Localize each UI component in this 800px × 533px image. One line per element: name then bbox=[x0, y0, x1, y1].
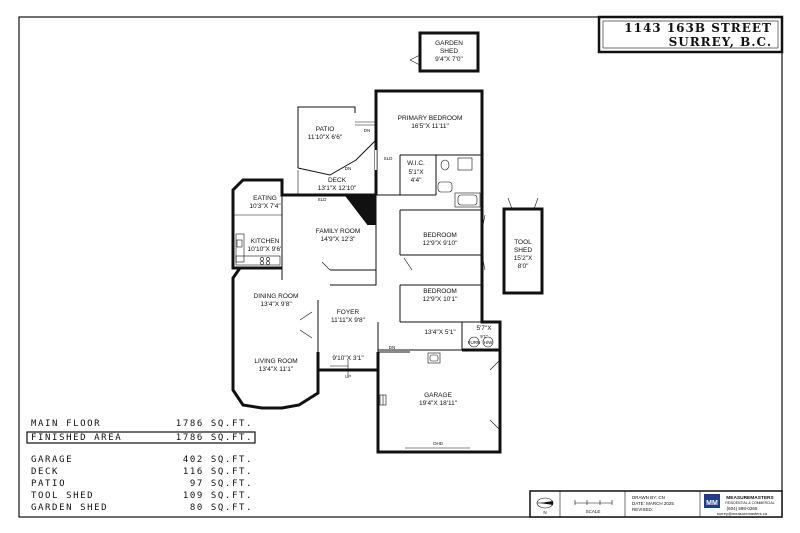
garage-door-label: OHD bbox=[433, 441, 444, 446]
area-row-label: GARAGE bbox=[31, 455, 73, 465]
room-labels: PRIMARY BEDROOM 16'5"X 11'11" W.I.C. 5'1… bbox=[248, 115, 494, 446]
page-border bbox=[18, 16, 783, 518]
area-row-value: 97 SQ.FT. bbox=[190, 479, 253, 489]
hot-water-label: H/W bbox=[484, 340, 494, 345]
area-row-value: 1786 SQ.FT. bbox=[176, 433, 253, 443]
company-name: MEASUREMASTERS bbox=[726, 495, 774, 501]
patio-dn-label: DN bbox=[364, 128, 371, 133]
wic-dims-1: 5'1"X bbox=[408, 169, 424, 176]
family-room-label: FAMILY ROOM bbox=[316, 228, 361, 235]
garden-shed: GARDEN SHED 9'4"X 7'0" bbox=[409, 31, 480, 73]
garden-shed-dims: 9'4"X 7'0" bbox=[435, 56, 463, 63]
deck-label: DECK bbox=[328, 177, 347, 184]
tool-shed-label-2: SHED bbox=[514, 247, 532, 254]
dining-room-dims: 13'4"X 9'8" bbox=[260, 301, 292, 308]
eating-label: EATING bbox=[253, 195, 277, 202]
company-subtitle: RESIDENTIAL & COMMERCIAL bbox=[725, 501, 774, 505]
garage-label: GARAGE bbox=[424, 392, 452, 399]
area-row-label: DECK bbox=[31, 467, 59, 477]
finished-area-box bbox=[26, 431, 256, 444]
wic-label: W.I.C. bbox=[407, 160, 425, 167]
area-row-label: FINISHED AREA bbox=[31, 433, 122, 443]
furnace-label: FURN bbox=[468, 340, 481, 345]
company-phone: (604) 598-0265 bbox=[727, 506, 758, 511]
bedroom-3-label: BEDROOM bbox=[423, 288, 457, 295]
area-row-value: 80 SQ.FT. bbox=[190, 503, 253, 513]
bedroom-2-label: BEDROOM bbox=[423, 232, 457, 239]
title-block: N SCALE DRAWN BY: CN DATE: MARCH 2025 RE… bbox=[529, 490, 783, 518]
area-row-label: TOOL SHED bbox=[31, 491, 94, 501]
furnace-room-dims-1: 5'7"X bbox=[476, 325, 492, 332]
company-logo-text: MM bbox=[706, 500, 718, 507]
company-email: surrey@measuremasters.ca bbox=[717, 511, 768, 516]
address-block: 1143 163B STREET SURREY, B.C. bbox=[597, 15, 784, 54]
entry-up-label: UP bbox=[345, 374, 351, 379]
area-row-value: 109 SQ.FT. bbox=[183, 491, 253, 501]
area-row-value: 1786 SQ.FT. bbox=[176, 419, 253, 429]
primary-bedroom-dims: 16'5"X 11'11" bbox=[411, 123, 449, 130]
drawn-by: DRAWN BY: CN bbox=[632, 495, 665, 500]
area-row-label: MAIN FLOOR bbox=[31, 419, 101, 429]
deck-sld-label: SLD bbox=[318, 197, 328, 202]
area-row-label: GARDEN SHED bbox=[31, 503, 108, 513]
living-room-dims: 13'4"X 11'1" bbox=[259, 366, 294, 373]
kitchen-label: KITCHEN bbox=[251, 238, 280, 245]
patio-label: PATIO bbox=[316, 126, 335, 133]
foyer-dims: 11'11"X 9'8" bbox=[331, 317, 366, 324]
scale-label: SCALE bbox=[586, 509, 601, 514]
tool-shed-dims-2: 8'0" bbox=[518, 263, 529, 270]
bedroom-3-dims: 12'9"X 10'1" bbox=[423, 296, 459, 303]
kitchen-dims: 10'10"X 9'6" bbox=[248, 246, 284, 253]
dining-room-label: DINING ROOM bbox=[254, 293, 299, 300]
family-room-dims: 14'9"X 12'3" bbox=[321, 236, 357, 243]
patio-area: PATIO 11'10"X 6'6" DN DN bbox=[297, 106, 377, 195]
garage-dn-label: DN bbox=[389, 345, 396, 350]
area-table: MAIN FLOOR 1786 SQ.FT. FINISHED AREA 1786 S… bbox=[26, 419, 256, 513]
patio-dims: 11'10"X 6'6" bbox=[308, 134, 343, 141]
house-walls bbox=[231, 89, 502, 454]
eating-dims: 10'3"X 7'4" bbox=[249, 203, 281, 210]
furnace-room-dims-2: 9'1" bbox=[480, 334, 488, 339]
area-row-value: 116 SQ.FT. bbox=[183, 467, 253, 477]
north-label: N bbox=[543, 510, 546, 515]
revised: REVISED: bbox=[632, 507, 653, 512]
wic-dims-2: 4'4" bbox=[411, 177, 422, 184]
area-row-value: 402 SQ.FT. bbox=[183, 455, 253, 465]
tool-shed: TOOL SHED 15'2"X 8'0" bbox=[502, 197, 544, 295]
bedroom-2-dims: 12'9"X 9'10" bbox=[423, 240, 459, 247]
address-line-2: SURREY, B.C. bbox=[669, 35, 772, 49]
deck-dn-label: DN bbox=[345, 166, 352, 171]
tool-shed-label-1: TOOL bbox=[514, 239, 532, 246]
bedroom-sld-label: SLD bbox=[384, 156, 394, 161]
primary-bedroom-label: PRIMARY BEDROOM bbox=[398, 115, 463, 122]
entry-dims: 9'10"X 3'1" bbox=[332, 355, 364, 362]
laundry-dims: 13'4"X 5'1" bbox=[424, 329, 456, 336]
drawing-date: DATE: MARCH 2025 bbox=[632, 501, 674, 506]
company-logo-icon bbox=[704, 494, 720, 508]
address-line-1: 1143 163B STREET bbox=[624, 21, 772, 35]
deck-dims: 13'1"X 12'10" bbox=[318, 185, 357, 192]
living-room-label: LIVING ROOM bbox=[254, 358, 297, 365]
tool-shed-dims-1: 15'2"X bbox=[514, 255, 533, 262]
area-row-label: PATIO bbox=[31, 479, 66, 489]
garden-shed-label-1: GARDEN bbox=[435, 40, 463, 47]
garden-shed-label-2: SHED bbox=[440, 48, 458, 55]
scale-bar-icon bbox=[574, 500, 613, 505]
garage-dims: 19'4"X 18'11" bbox=[419, 400, 458, 407]
foyer-label: FOYER bbox=[337, 309, 360, 316]
interior-walls: SLD bbox=[233, 150, 501, 449]
north-arrow-icon bbox=[536, 497, 554, 509]
